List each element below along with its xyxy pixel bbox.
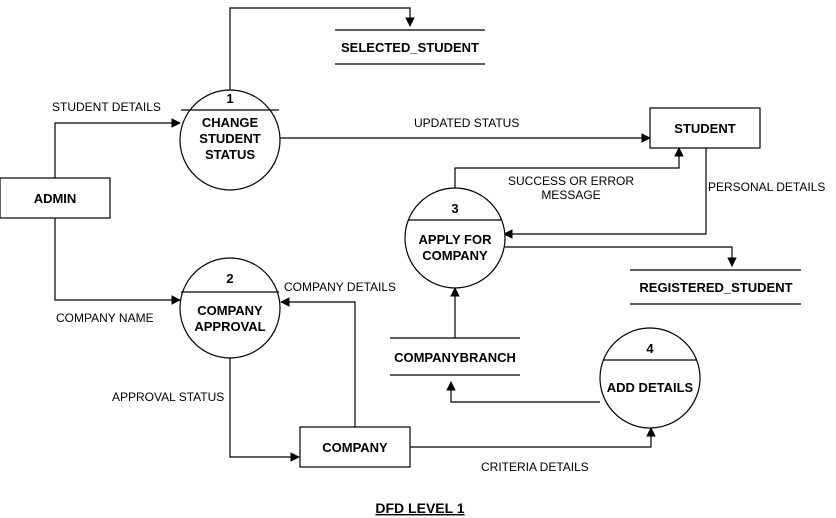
store-registered-student-label: REGISTERED_STUDENT xyxy=(639,280,792,295)
flow-company-name xyxy=(54,218,181,305)
process-2-number: 2 xyxy=(226,271,233,286)
process-3-number: 3 xyxy=(451,201,458,216)
entity-student-label: STUDENT xyxy=(674,121,735,136)
entity-company-label: COMPANY xyxy=(322,440,388,455)
flow-approval-status xyxy=(229,358,300,462)
entity-admin[interactable]: ADMIN xyxy=(0,177,111,219)
flow-personal-details xyxy=(503,148,707,239)
flow-to-registered-student xyxy=(504,246,737,267)
process-1-number: 1 xyxy=(226,91,233,106)
process-4-label-line-1: ADD DETAILS xyxy=(607,380,694,395)
flow-student-details xyxy=(54,118,181,178)
process-1-label-line-2: STUDENT xyxy=(199,131,260,146)
process-4[interactable]: 4 ADD DETAILS xyxy=(599,327,701,429)
process-1[interactable]: 1 CHANGE STUDENT STATUS xyxy=(179,89,281,191)
store-selected-student-label: SELECTED_STUDENT xyxy=(341,40,479,55)
process-1-label-line-3: STATUS xyxy=(205,147,255,162)
flow-label-approval-status: APPROVAL STATUS xyxy=(112,390,224,404)
flow-to-selected-student xyxy=(229,7,415,90)
flow-success-error xyxy=(454,147,684,188)
entity-company[interactable]: COMPANY xyxy=(299,426,411,468)
store-companybranch-label: COMPANYBRANCH xyxy=(394,350,516,365)
store-registered-student[interactable]: REGISTERED_STUDENT xyxy=(630,269,801,305)
process-3[interactable]: 3 APPLY FOR COMPANY xyxy=(404,187,506,289)
process-3-label-line-2: COMPANY xyxy=(422,248,488,263)
flow-label-company-details: COMPANY DETAILS xyxy=(284,280,396,294)
flow-label-success-error-line-2: MESSAGE xyxy=(541,188,600,202)
entity-student[interactable]: STUDENT xyxy=(649,107,761,149)
process-2[interactable]: 2 COMPANY APPROVAL xyxy=(179,257,281,359)
flow-label-student-details: STUDENT DETAILS xyxy=(52,100,161,114)
store-selected-student[interactable]: SELECTED_STUDENT xyxy=(335,29,485,65)
flow-label-criteria-details: CRITERIA DETAILS xyxy=(481,460,589,474)
flow-label-personal-details: PERSONAL DETAILS xyxy=(708,180,825,194)
store-companybranch[interactable]: COMPANYBRANCH xyxy=(390,337,520,376)
flow-criteria-details xyxy=(410,427,656,448)
flow-to-companybranch xyxy=(446,381,600,403)
flow-company-details xyxy=(280,297,356,427)
entity-admin-label: ADMIN xyxy=(34,191,77,206)
process-4-number: 4 xyxy=(646,341,654,356)
process-2-label-line-1: COMPANY xyxy=(197,303,263,318)
flow-label-updated-status: UPDATED STATUS xyxy=(414,116,519,130)
process-1-label-line-1: CHANGE xyxy=(202,115,259,130)
process-2-label-line-2: APPROVAL xyxy=(194,319,265,334)
flow-label-company-name: COMPANY NAME xyxy=(56,311,154,325)
diagram-title: DFD LEVEL 1 xyxy=(375,500,464,516)
flow-label-success-error-line-1: SUCCESS OR ERROR xyxy=(508,174,634,188)
process-3-label-line-1: APPLY FOR xyxy=(419,232,493,247)
